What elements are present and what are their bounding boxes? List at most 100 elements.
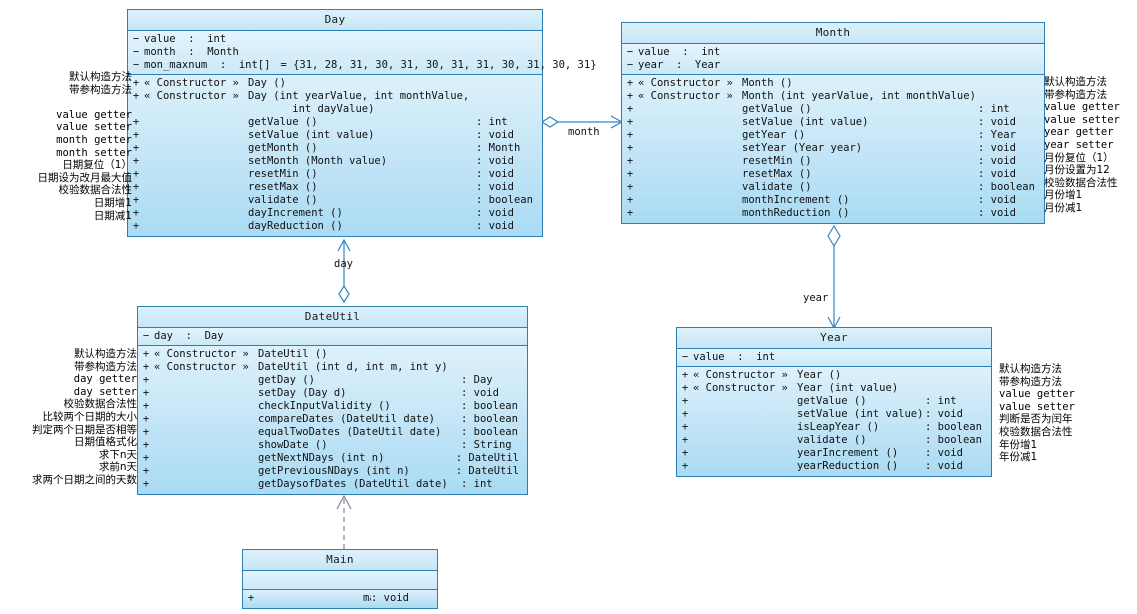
operation-row: +showDate ()String (138, 439, 527, 452)
visibility-marker: − (142, 330, 150, 342)
class-operations-dateutil: +« Constructor »DateUtil ()+« Constructo… (138, 346, 527, 494)
annotation-line: 校验数据合法性 (63, 398, 138, 411)
annotation-line: 求下n天 (98, 448, 137, 461)
operation-return-type: int (978, 103, 1044, 116)
operation-return-type: Day (461, 374, 527, 387)
annotation-line: 月份复位（1） (1044, 151, 1114, 164)
operation-row: +« Constructor »DateUtil () (138, 348, 527, 361)
annotation-line: 默认构造方法 (1044, 76, 1107, 88)
visibility-marker: + (626, 103, 634, 115)
annotation-line: 带参构造方法 (74, 360, 137, 373)
visibility-marker: + (626, 168, 634, 180)
class-box-year[interactable]: Year −value : int +« Constructor »Year (… (676, 327, 992, 477)
visibility-marker: + (626, 77, 634, 89)
operation-stereotype: « Constructor » (638, 77, 733, 89)
class-operations-month: +« Constructor »Month ()+« Constructor »… (622, 75, 1044, 223)
operation-stereotype: « Constructor » (154, 348, 249, 360)
annotation-line: month getter (56, 133, 132, 146)
class-box-main[interactable]: Main +main (String args[])void (242, 549, 438, 609)
visibility-marker: + (132, 155, 140, 167)
operation-signature: setDay (Day d) (258, 387, 347, 399)
class-box-month[interactable]: Month −value : int−year : Year +« Constr… (621, 22, 1045, 224)
visibility-marker: + (132, 90, 140, 102)
operation-return-type: void (978, 155, 1044, 168)
connector-label-day: day (334, 258, 353, 270)
attribute-row: −value : int (677, 351, 991, 364)
operation-row: +main (String args[])void (243, 592, 437, 605)
visibility-marker: + (132, 77, 140, 89)
annotation-line: 年份增1 (999, 438, 1038, 451)
attribute-row: −year : Year (622, 59, 1044, 72)
visibility-marker: + (626, 129, 634, 141)
annotation-line: month setter (56, 146, 132, 159)
annotation-line: 月份增1 (1044, 189, 1083, 202)
operation-stereotype: « Constructor » (693, 382, 788, 394)
connector-label-year: year (803, 292, 829, 304)
attribute-default-value: = {31, 28, 31, 30, 31, 30, 31, 31, 30, 3… (280, 59, 597, 71)
annotation-line: 月份减1 (1044, 201, 1083, 214)
operation-signature: equalTwoDates (DateUtil date) (258, 426, 442, 438)
attribute-row: −value : int (128, 33, 542, 46)
operation-return-type: boolean (461, 426, 527, 439)
operation-return-type: void (461, 387, 527, 400)
attribute-type: int (207, 33, 227, 45)
operation-return-type: int (476, 116, 542, 129)
operation-signature: DateUtil (int d, int m, int y) (258, 361, 448, 373)
class-title-year: Year (677, 328, 991, 349)
visibility-marker: + (142, 374, 150, 386)
annotation-line: 判定两个日期是否相等 (32, 423, 137, 436)
class-box-day[interactable]: Day −value : int−month : Month−mon_maxnu… (127, 9, 597, 237)
operation-row: +getDay ()Day (138, 374, 527, 387)
visibility-marker: + (681, 434, 689, 446)
operation-return-type: void (476, 207, 542, 220)
operation-signature: setValue (int value) (797, 408, 924, 420)
connector-label-month: month (568, 126, 600, 138)
class-title-dateutil: DateUtil (138, 307, 527, 328)
attribute-separator: : (175, 33, 208, 45)
class-box-dateutil[interactable]: DateUtil −day : Day +« Constructor »Date… (137, 306, 528, 495)
operation-row: +« Constructor »Day (int yearValue, int … (128, 90, 542, 103)
class-attributes-month: −value : int−year : Year (622, 44, 1044, 75)
visibility-marker: + (626, 181, 634, 193)
attribute-separator: : (207, 59, 239, 71)
visibility-marker: + (132, 220, 140, 232)
operation-row: +setValue (int value)void (677, 408, 991, 421)
operation-row: +resetMax ()void (622, 168, 1044, 181)
operation-signature: main (String args[]) (363, 592, 371, 604)
operation-return-type: DateUtil (456, 452, 527, 465)
annotation-line: 默认构造方法 (999, 363, 1062, 375)
operation-return-type: void (925, 408, 991, 421)
operation-row: +yearIncrement ()void (677, 447, 991, 460)
visibility-marker: − (132, 33, 140, 45)
operation-return-type: DateUtil (456, 465, 527, 478)
attribute-type: Month (207, 46, 239, 58)
operation-signature: dayReduction () (248, 220, 343, 232)
operation-row: +setValue (int value)void (622, 116, 1044, 129)
operation-return-type: void (476, 168, 542, 181)
visibility-marker: − (681, 351, 689, 363)
visibility-marker: + (142, 413, 150, 425)
operation-return-type: void (371, 592, 437, 605)
class-attributes-main (243, 571, 437, 590)
annotation-line: 求两个日期之间的天数 (32, 473, 137, 486)
attribute-separator: : (663, 59, 695, 71)
visibility-marker: + (142, 478, 150, 490)
visibility-marker: + (626, 142, 634, 154)
operation-signature: dayIncrement () (248, 207, 343, 219)
annotation-line: 带参构造方法 (999, 375, 1062, 388)
operation-row: +validate ()boolean (128, 194, 542, 207)
operation-return-type: void (978, 194, 1044, 207)
operation-row: +setYear (Year year)void (622, 142, 1044, 155)
visibility-marker: + (142, 361, 150, 373)
visibility-marker: + (681, 421, 689, 433)
visibility-marker: + (142, 426, 150, 438)
attribute-type: int (701, 46, 721, 58)
operation-row: +yearReduction ()void (677, 460, 991, 473)
operation-return-type: boolean (925, 434, 991, 447)
operation-return-type: void (978, 207, 1044, 220)
operation-return-type: void (978, 142, 1044, 155)
operation-signature: validate () (248, 194, 318, 206)
operation-return-type: void (476, 220, 542, 233)
operation-signature: int dayValue) (248, 103, 375, 115)
